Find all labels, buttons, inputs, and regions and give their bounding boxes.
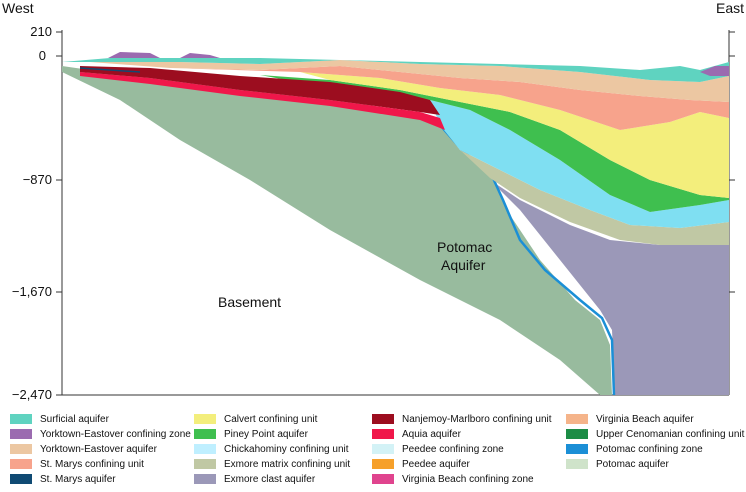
legend-swatch bbox=[566, 459, 588, 469]
legend-label: Potomac confining zone bbox=[596, 443, 703, 455]
legend-item: Chickahominy confining unit bbox=[194, 442, 349, 456]
exmore-matrix-unit bbox=[460, 150, 729, 245]
legend-item: Piney Point aquifer bbox=[194, 427, 308, 441]
nanjemoy-marlboro-unit bbox=[80, 66, 440, 115]
legend-swatch bbox=[10, 444, 32, 454]
legend-label: Potomac aquifer bbox=[596, 458, 669, 470]
tick-label: −1,670 bbox=[12, 284, 52, 299]
legend-label: Virginia Beach confining zone bbox=[402, 473, 534, 485]
basement-unit bbox=[62, 66, 612, 395]
legend-swatch bbox=[566, 429, 588, 439]
legend-item: Aquia aquifer bbox=[372, 427, 461, 441]
legend-swatch bbox=[372, 459, 394, 469]
legend-swatch bbox=[194, 429, 216, 439]
east-label: East bbox=[715, 0, 744, 16]
legend-item: Potomac aquifer bbox=[566, 457, 669, 471]
legend-swatch bbox=[372, 474, 394, 484]
legend-swatch bbox=[566, 414, 588, 424]
legend-item: Yorktown-Eastover confining zone bbox=[10, 427, 191, 441]
legend-item: Virginia Beach aquifer bbox=[566, 412, 694, 426]
legend-item: Potomac confining zone bbox=[566, 442, 703, 456]
aquia-unit bbox=[80, 72, 445, 130]
legend-item: Surficial aquifer bbox=[10, 412, 109, 426]
legend-item: St. Marys aquifer bbox=[10, 472, 116, 486]
legend-swatch bbox=[372, 414, 394, 424]
legend-swatch bbox=[194, 459, 216, 469]
cross-section-diagram: 210 0 −870 −1,670 −2,470 Potomac Aquifer… bbox=[12, 24, 735, 402]
legend-swatch bbox=[10, 414, 32, 424]
legend-label: St. Marys confining unit bbox=[40, 458, 144, 470]
potomac-label-line2: Aquifer bbox=[441, 257, 486, 273]
legend-item: Nanjemoy-Marlboro confining unit bbox=[372, 412, 552, 426]
potomac-label-line1: Potomac bbox=[437, 239, 492, 255]
legend-label: Piney Point aquifer bbox=[224, 428, 308, 440]
chickahominy-unit bbox=[430, 100, 729, 228]
legend-label: Peedee confining zone bbox=[402, 443, 504, 455]
legend-label: Calvert confining unit bbox=[224, 413, 318, 425]
legend-label: Peedee aquifer bbox=[402, 458, 470, 470]
legend-swatch bbox=[194, 414, 216, 424]
tick-label: −2,470 bbox=[12, 387, 52, 402]
piney-point-unit bbox=[260, 75, 729, 212]
legend-label: Exmore clast aquifer bbox=[224, 473, 316, 485]
legend-swatch bbox=[372, 429, 394, 439]
legend-label: Yorktown-Eastover aquifer bbox=[40, 443, 157, 455]
legend-swatch bbox=[10, 429, 32, 439]
tick-label: −870 bbox=[23, 172, 52, 187]
legend-label: Virginia Beach aquifer bbox=[596, 413, 694, 425]
legend-item: Yorktown-Eastover aquifer bbox=[10, 442, 157, 456]
legend-label: Nanjemoy-Marlboro confining unit bbox=[402, 413, 552, 425]
legend-label: Upper Cenomanian confining unit bbox=[596, 428, 745, 440]
west-label: West bbox=[2, 0, 34, 16]
legend-swatch bbox=[10, 474, 32, 484]
calvert-unit bbox=[300, 72, 729, 198]
legend-label: St. Marys aquifer bbox=[40, 473, 116, 485]
legend-swatch bbox=[10, 459, 32, 469]
legend-item: Exmore clast aquifer bbox=[194, 472, 315, 486]
legend-item: Calvert confining unit bbox=[194, 412, 317, 426]
legend-item: Virginia Beach confining zone bbox=[372, 472, 534, 486]
tick-label: 0 bbox=[39, 48, 46, 63]
legend-item: Peedee aquifer bbox=[372, 457, 470, 471]
legend-swatch bbox=[372, 444, 394, 454]
legend-swatch bbox=[194, 474, 216, 484]
legend-label: Aquia aquifer bbox=[402, 428, 461, 440]
basement-label: Basement bbox=[218, 294, 281, 310]
st-marys-aquifer-line bbox=[79, 67, 141, 73]
tick-label: 210 bbox=[30, 24, 52, 39]
surficial-aquifer-unit bbox=[62, 58, 729, 82]
legend-item: Peedee confining zone bbox=[372, 442, 504, 456]
legend-item: Exmore matrix confining unit bbox=[194, 457, 350, 471]
legend-label: Surficial aquifer bbox=[40, 413, 109, 425]
legend-swatch bbox=[194, 444, 216, 454]
legend-item: St. Marys confining unit bbox=[10, 457, 144, 471]
st-marys-confining-unit bbox=[170, 66, 729, 130]
exmore-clast-aquifer-unit bbox=[490, 180, 729, 395]
legend-swatch bbox=[566, 444, 588, 454]
legend-label: Exmore matrix confining unit bbox=[224, 458, 351, 470]
legend-label: Yorktown-Eastover confining zone bbox=[40, 428, 191, 440]
legend-label: Chickahominy confining unit bbox=[224, 443, 349, 455]
legend-item: Upper Cenomanian confining unit bbox=[566, 427, 744, 441]
yorktown-eastover-aquifer-unit bbox=[90, 60, 729, 102]
